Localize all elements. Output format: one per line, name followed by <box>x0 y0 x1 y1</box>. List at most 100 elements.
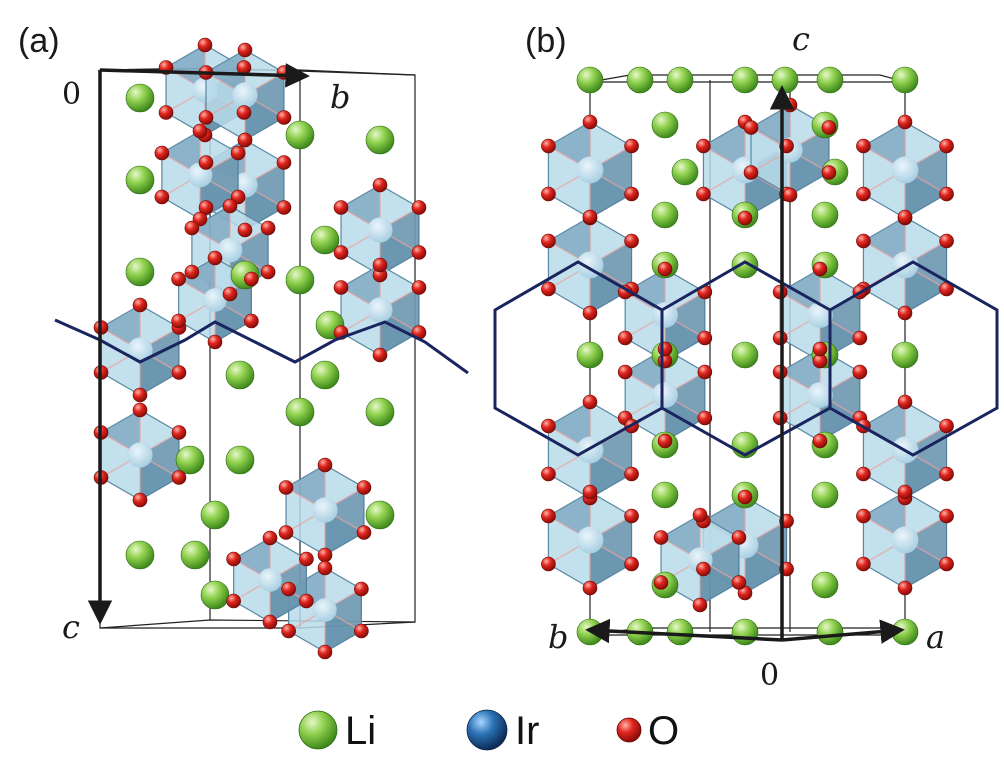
o-atom <box>541 466 556 482</box>
li-atom <box>576 341 604 369</box>
o-atom <box>541 556 556 572</box>
li-atoms-b <box>576 66 919 646</box>
o-atom <box>697 364 713 380</box>
li-atom <box>626 66 654 94</box>
o-atom <box>692 507 708 523</box>
o-atom <box>737 210 753 226</box>
o-atom <box>278 480 294 495</box>
li-atom <box>576 66 604 94</box>
o-atom <box>411 200 427 215</box>
li-atom <box>365 397 395 427</box>
o-atom <box>171 425 187 440</box>
o-atom <box>856 466 871 482</box>
li-atom <box>771 66 799 94</box>
o-atom <box>624 466 639 482</box>
o-atom <box>939 233 954 249</box>
o-atom <box>653 530 669 545</box>
o-atom <box>852 330 868 346</box>
li-atom <box>180 540 210 570</box>
o-atom <box>582 484 598 500</box>
o-atom <box>696 561 711 577</box>
o-atom <box>692 597 708 613</box>
octahedron <box>100 409 180 501</box>
o-atom <box>372 347 388 363</box>
o-atom <box>276 110 292 125</box>
ir-atom <box>258 568 282 592</box>
o-atom <box>260 220 276 236</box>
honeycomb-zigzag-a <box>54 318 469 375</box>
o-atom <box>262 614 278 630</box>
o-atom <box>299 593 314 609</box>
axis-label-c-b: c <box>792 20 810 58</box>
o-atom <box>171 470 187 485</box>
o-atom <box>541 281 556 297</box>
o-atom <box>198 200 214 215</box>
o-atom <box>132 297 148 313</box>
ir-atom <box>891 526 919 554</box>
o-atom <box>856 138 871 154</box>
panel-label-a: (a) <box>18 22 60 60</box>
o-atom <box>821 120 837 135</box>
o-atom <box>171 313 186 329</box>
o-atom <box>354 623 369 639</box>
o-atom <box>582 305 598 321</box>
o-atom <box>237 42 253 58</box>
li-atom <box>285 397 315 427</box>
o-atom <box>897 394 913 410</box>
li-atoms-a <box>125 83 395 610</box>
li-atom <box>731 341 759 369</box>
o-atom <box>582 114 598 130</box>
o-atom <box>411 245 427 260</box>
o-atom <box>276 65 292 80</box>
o-atom <box>184 264 200 280</box>
panel-a: (a) 0 b c <box>18 22 469 660</box>
ir-atom <box>203 288 227 312</box>
o-atom <box>897 305 913 321</box>
o-atoms-a <box>93 37 427 660</box>
o-atom <box>582 394 598 410</box>
origin-label-b: 0 <box>760 658 779 693</box>
li-atom <box>285 120 315 150</box>
o-atom <box>192 123 208 139</box>
o-atom <box>333 245 349 260</box>
li-atom <box>225 445 255 475</box>
o-atom <box>812 261 828 277</box>
honeycomb-hexagons-b <box>493 260 999 457</box>
o-atom <box>939 418 954 434</box>
ir-atom <box>652 382 678 408</box>
o-atom <box>897 209 913 225</box>
li-atom <box>125 540 155 570</box>
o-atom <box>276 155 292 170</box>
li-atom <box>731 251 759 279</box>
octahedron <box>862 121 948 219</box>
panel-label-b: (b) <box>525 22 567 60</box>
li-atom <box>811 201 839 229</box>
o-atom <box>132 387 148 403</box>
o-atom <box>821 165 837 180</box>
li-atom <box>125 257 155 287</box>
o-atom <box>541 138 556 154</box>
li-atom <box>310 360 340 390</box>
ir-atom <box>891 156 919 184</box>
octahedron <box>862 491 948 589</box>
li-atom <box>816 618 844 646</box>
o-atom <box>230 145 246 161</box>
axis-label-b-b: b <box>548 618 568 656</box>
o-atom <box>276 200 292 215</box>
o-atom <box>132 492 148 508</box>
o-atom <box>782 187 798 203</box>
li-atom <box>651 111 679 139</box>
axis-arrow-b-b <box>585 618 783 644</box>
o-atom <box>171 271 186 287</box>
o-atom <box>897 484 913 500</box>
li-atom <box>200 500 230 530</box>
o-atom <box>624 138 639 154</box>
o-atom <box>237 222 253 238</box>
o-atom <box>582 209 598 225</box>
li-atom-icon <box>298 710 338 750</box>
o-atom <box>624 556 639 572</box>
o-atom <box>657 261 673 277</box>
o-atom <box>237 132 253 148</box>
o-atom <box>222 198 238 214</box>
